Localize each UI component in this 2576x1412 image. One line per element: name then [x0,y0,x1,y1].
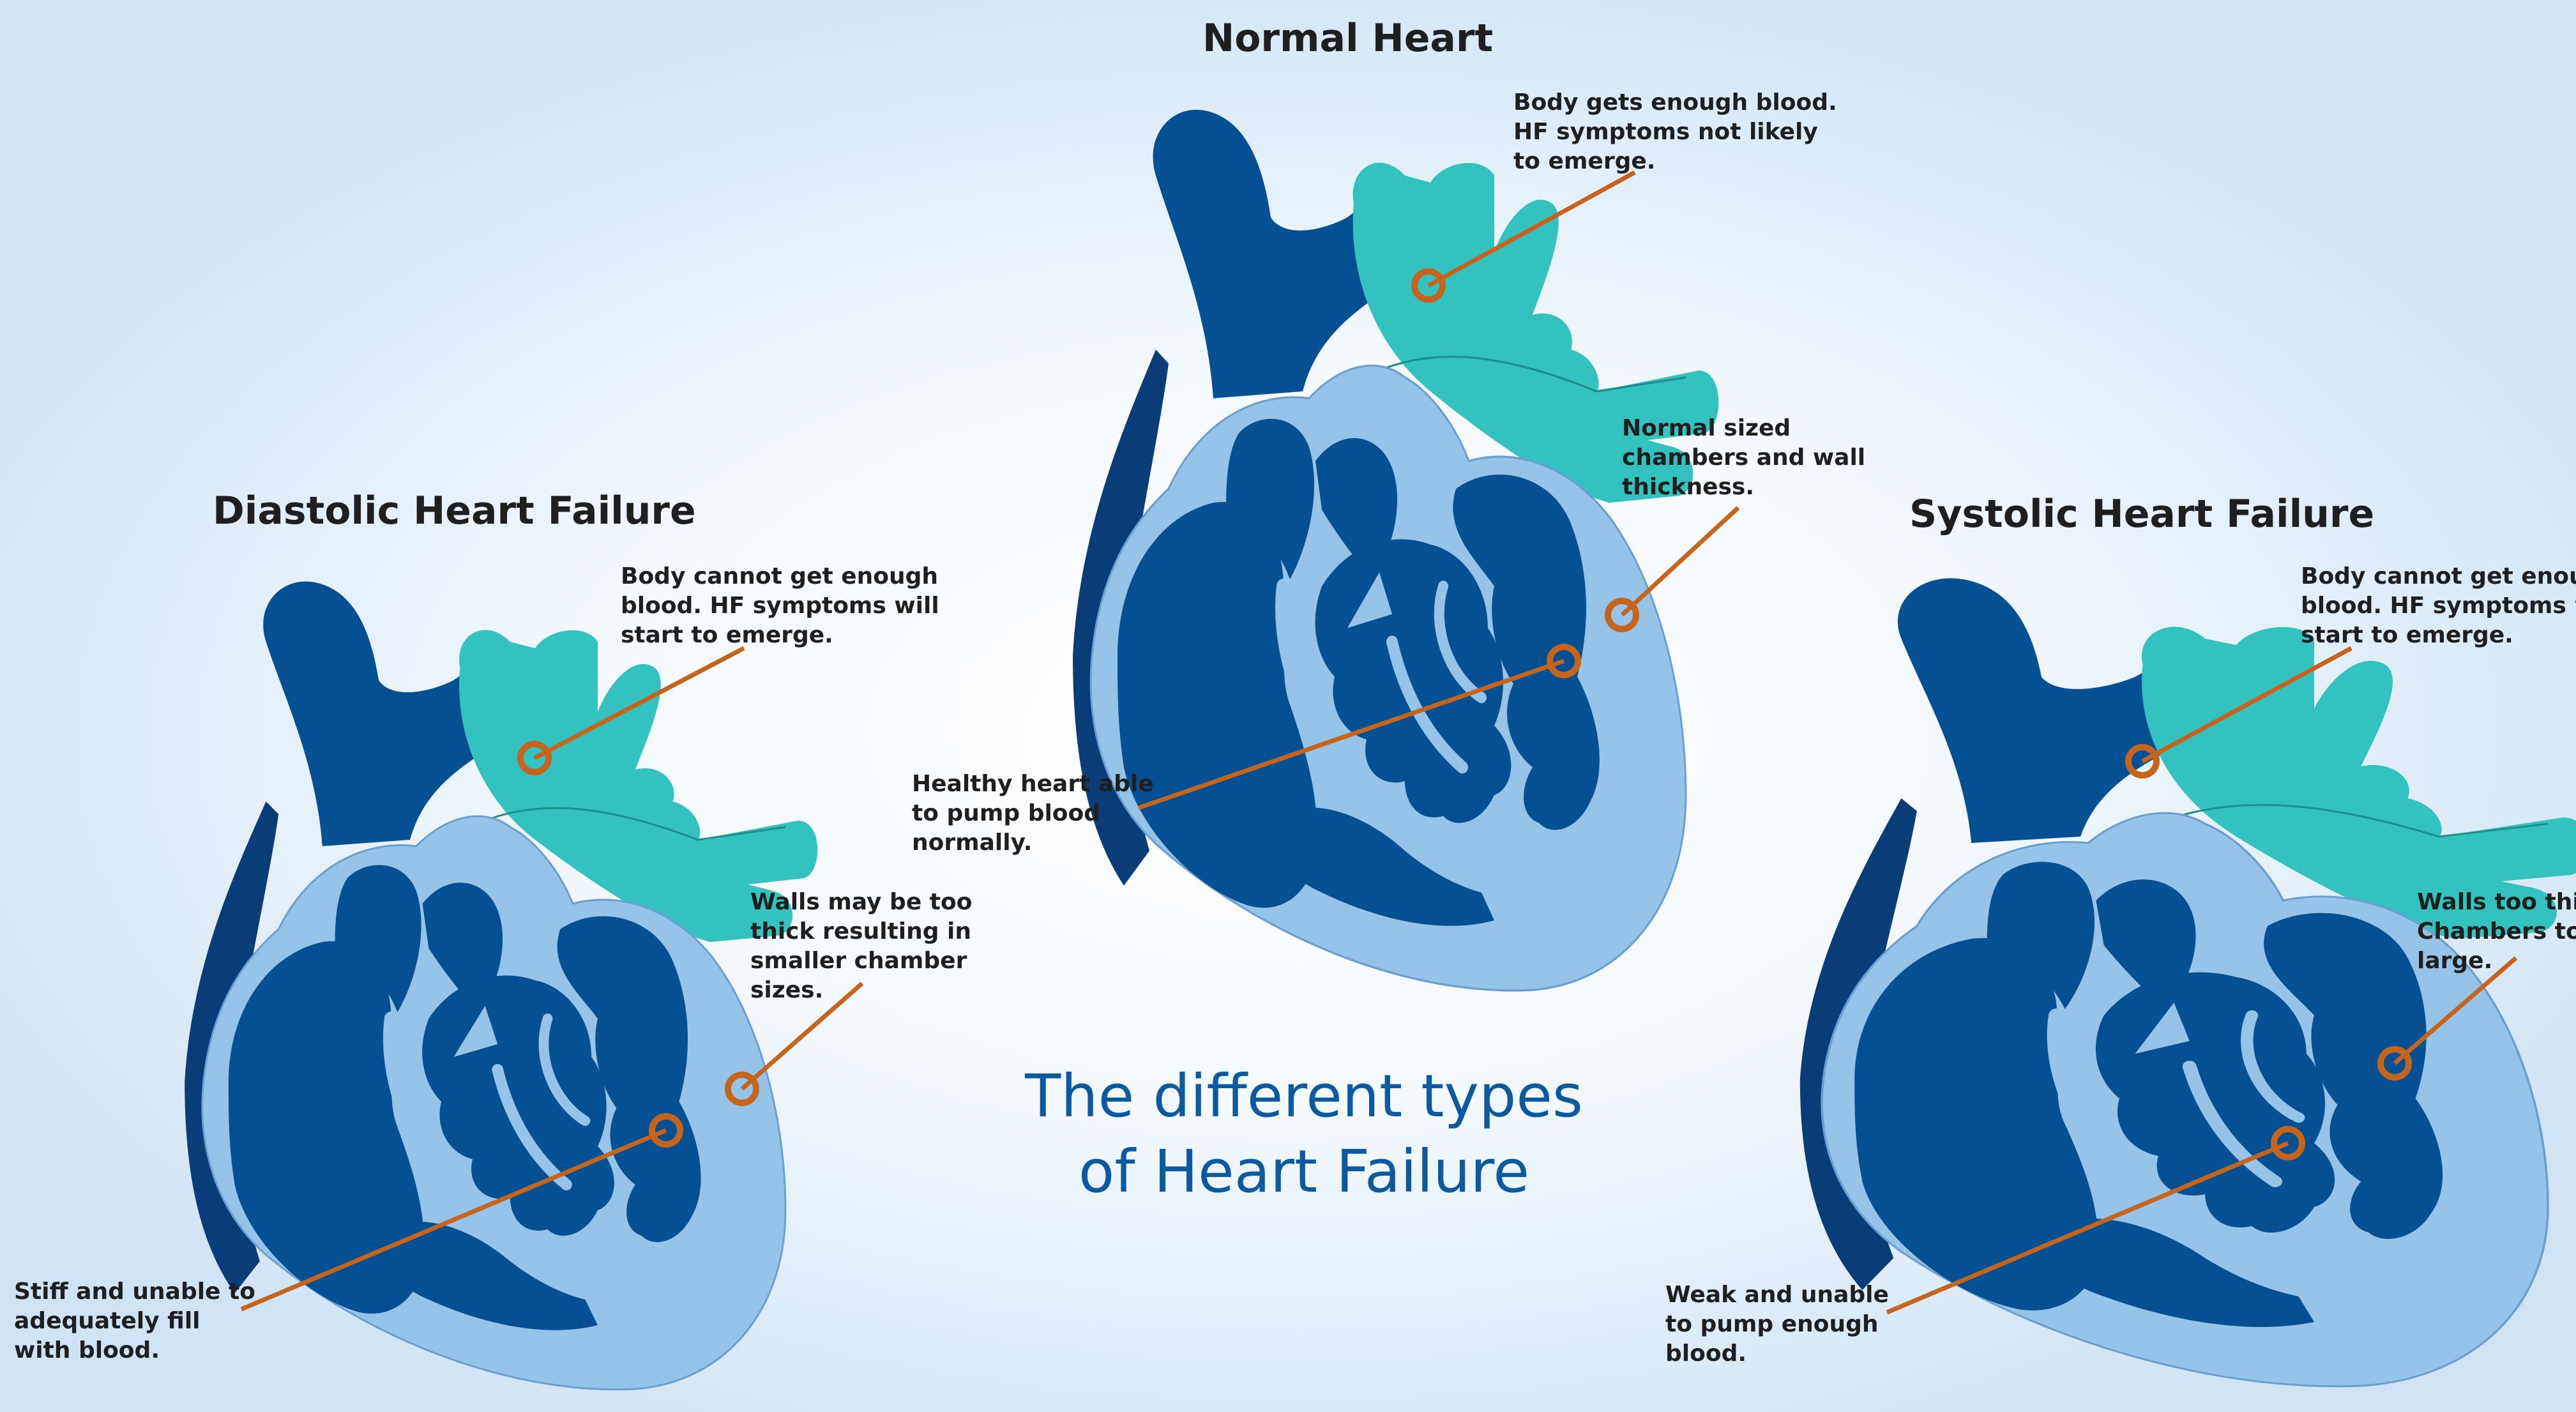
diastolic-note-left: Stiff and unable to adequately fill with… [14,1277,255,1365]
systolic-note-right: Walls too thin. Chambers too large. [2417,888,2576,976]
diastolic-heart-title: Diastolic Heart Failure [213,489,696,533]
systolic-note-top: Body cannot get enough blood. HF symptom… [2301,562,2576,650]
main-title-line-2: of Heart Failure [969,1134,1639,1210]
diastolic-heart-drawing [185,582,817,1390]
systolic-heart-title: Systolic Heart Failure [1909,492,2374,536]
normal-note-top: Body gets enough blood. HF symptoms not … [1513,88,1837,176]
main-title: The different types of Heart Failure [969,1059,1639,1210]
normal-heart-title: Normal Heart [1202,16,1493,61]
normal-note-right: Normal sized chambers and wall thickness… [1622,414,1865,502]
normal-note-left: Healthy heart able to pump blood normall… [912,770,1154,858]
main-title-line-1: The different types [969,1059,1639,1134]
normal-heart-drawing [1073,110,1718,991]
diastolic-note-top: Body cannot get enough blood. HF symptom… [621,562,939,650]
systolic-note-left: Weak and unable to pump enough blood. [1665,1280,1889,1369]
systolic-heart-drawing [1800,579,2576,1386]
diastolic-note-right: Walls may be too thick resulting in smal… [750,888,972,1005]
